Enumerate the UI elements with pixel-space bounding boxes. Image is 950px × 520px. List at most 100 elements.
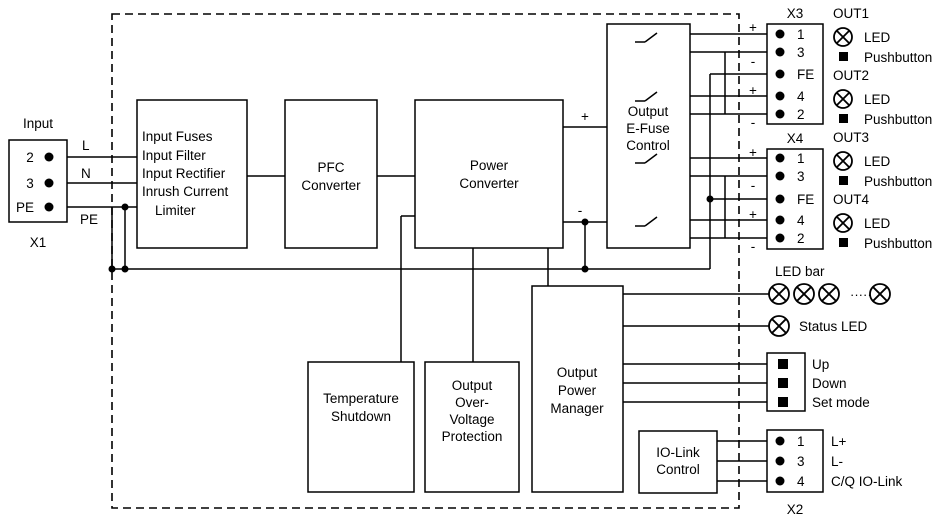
terminal-dot-icon [775, 153, 785, 163]
connector-x1 [8, 139, 68, 223]
output-name-label: OUT1 [833, 6, 869, 21]
led-bar-ellipsis: ····· [850, 287, 872, 302]
x4-pin-label: 1 [797, 151, 805, 166]
output-led-label: LED [864, 216, 891, 231]
input-stage-line: Input Rectifier [142, 166, 226, 181]
x1-pin-label: 3 [26, 176, 34, 191]
line-label-n: N [81, 166, 91, 181]
button-set-mode-label: Set mode [812, 395, 870, 410]
x3-pin-label: 3 [797, 45, 805, 60]
lamp-x-circle-icon [833, 151, 853, 171]
efuse-line: Control [626, 138, 670, 153]
terminal-dot-icon [44, 152, 54, 162]
input-heading: Input [23, 116, 53, 131]
terminal-dot-icon [775, 215, 785, 225]
line-label-l: L [82, 138, 90, 153]
x4-terminals [775, 153, 785, 243]
x3-minus-sign: - [751, 54, 756, 69]
x3-plus-sign: + [749, 20, 757, 35]
efuse-line: Output [628, 104, 669, 119]
filled-square-icon [839, 52, 848, 61]
input-stage-line: Input Fuses [142, 129, 213, 144]
temperature-shutdown-block [307, 361, 415, 493]
filled-square-icon [839, 176, 848, 185]
iolink-signal-label: C/Q IO-Link [831, 474, 903, 489]
lamp-x-circle-icon [833, 213, 853, 233]
led-bar [768, 283, 891, 305]
lamp-x-circle-icon [793, 283, 815, 305]
button-down-label: Down [812, 376, 847, 391]
output-power-manager-block [531, 285, 624, 493]
status-led [768, 315, 790, 337]
input-stage-block [136, 99, 248, 249]
led-bar-label: LED bar [775, 264, 825, 279]
iolink-signal-label: L- [831, 454, 843, 469]
connector-x4 [766, 148, 824, 250]
x2-connector-name: X2 [787, 502, 804, 517]
x2-pin-label: 3 [797, 454, 805, 469]
output-name-label: OUT2 [833, 68, 869, 83]
x3-pin-label: 2 [797, 107, 805, 122]
filled-square-icon [778, 397, 788, 407]
x3-minus-sign: - [751, 115, 756, 130]
x4-pin-label: 3 [797, 169, 805, 184]
opm-line: Output [557, 365, 598, 380]
terminal-dot-icon [775, 91, 785, 101]
x3-pin-label: 4 [797, 89, 805, 104]
opm-line: Power [558, 383, 597, 398]
connector-x3 [766, 23, 824, 125]
pfc-line: PFC [318, 160, 345, 175]
terminal-dot-icon [775, 29, 785, 39]
output-led-label: LED [864, 92, 891, 107]
temperature-line: Shutdown [331, 409, 391, 424]
iolink-signal-label: L+ [831, 434, 847, 449]
pfc-converter-block [284, 99, 378, 249]
iolink-control-block [638, 430, 718, 494]
input-stage-line: Limiter [155, 203, 196, 218]
temperature-line: Temperature [323, 391, 399, 406]
filled-square-icon [778, 359, 788, 369]
junction-dots [108, 195, 714, 273]
terminal-dot-icon [775, 456, 785, 466]
ovp-line: Over- [455, 395, 489, 410]
pfc-line: Converter [301, 178, 361, 193]
x4-minus-sign: - [751, 239, 756, 254]
output-pushbutton-label: Pushbutton [864, 236, 932, 251]
converter-minus-sign: - [578, 203, 583, 218]
output-led-label: LED [864, 154, 891, 169]
output-led-label: LED [864, 30, 891, 45]
filled-square-icon [839, 114, 848, 123]
output-indicators: OUT1LEDPushbuttonOUT2LEDPushbuttonOUT3LE… [833, 6, 932, 251]
input-stage-line: Inrush Current [142, 184, 229, 199]
power-converter-line: Converter [459, 176, 519, 191]
terminal-dot-icon [44, 202, 54, 212]
lamp-x-circle-icon [818, 283, 840, 305]
terminal-dot-icon [775, 194, 785, 204]
ovp-block [424, 361, 520, 493]
terminal-dot-icon [775, 171, 785, 181]
input-stage-line: Input Filter [142, 148, 206, 163]
terminal-dot-icon [775, 436, 785, 446]
output-name-label: OUT4 [833, 192, 869, 207]
terminal-dot-icon [775, 476, 785, 486]
x3-plus-sign: + [749, 83, 757, 98]
filled-square-icon [839, 238, 848, 247]
terminal-dot-icon [775, 69, 785, 79]
x1-connector-name: X1 [30, 235, 47, 250]
efuse-switch-icon [635, 32, 658, 43]
x4-plus-sign: + [749, 207, 757, 222]
efuse-switch-icon [635, 153, 658, 164]
output-pushbutton-label: Pushbutton [864, 50, 932, 65]
x2-pin-label: 4 [797, 474, 805, 489]
iolink-control-line: Control [656, 462, 700, 477]
connector-x2 [766, 429, 824, 493]
lamp-x-circle-icon [768, 283, 790, 305]
x2-pin-label: 1 [797, 434, 805, 449]
lamp-x-circle-icon [833, 89, 853, 109]
efuse-switch-icon [635, 216, 658, 227]
ovp-line: Voltage [449, 412, 494, 427]
button-up-label: Up [812, 357, 829, 372]
efuse-switch-icon [635, 91, 658, 102]
terminal-dot-icon [44, 178, 54, 188]
